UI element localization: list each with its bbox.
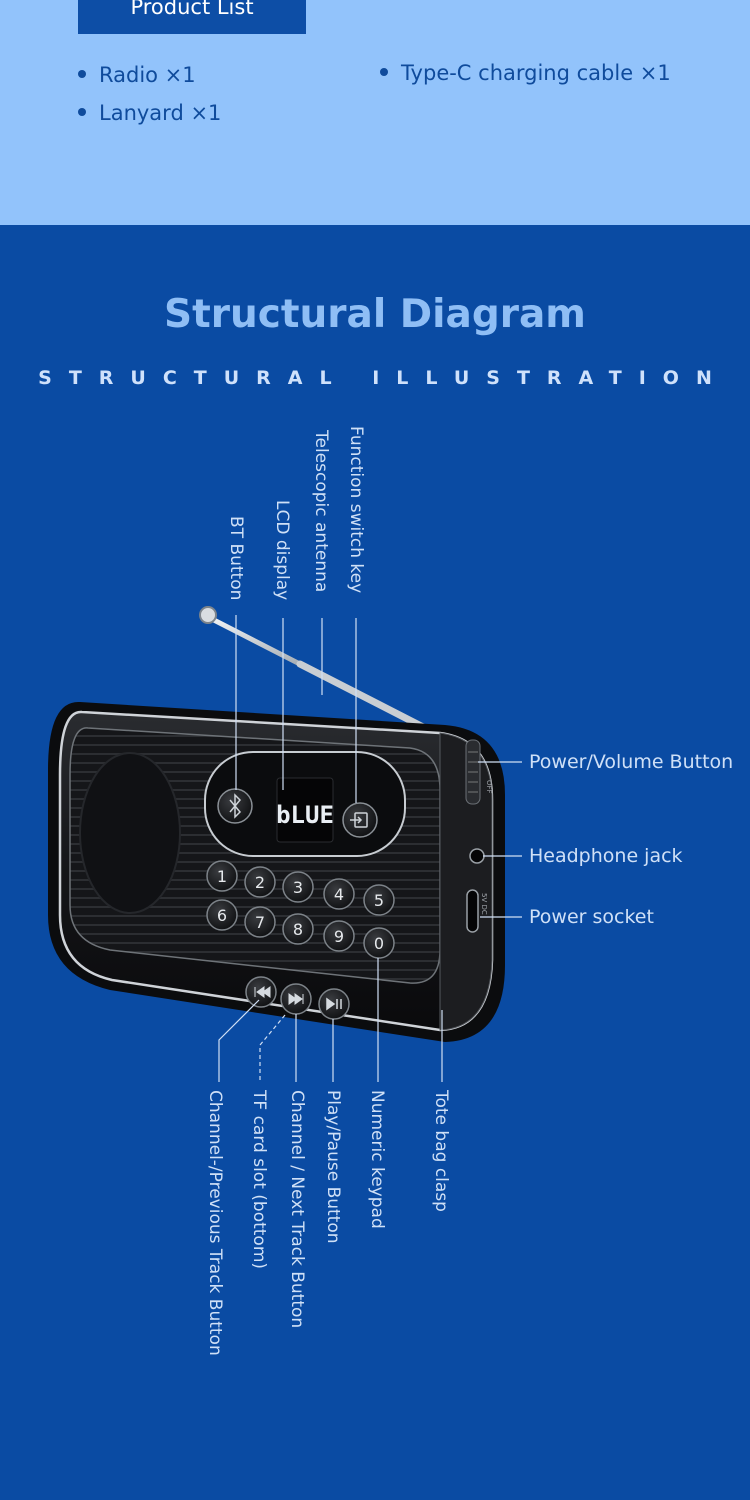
label-bt-button: BT Button — [226, 516, 246, 601]
product-item-label: Lanyard ×1 — [99, 101, 222, 125]
key-3[interactable] — [282, 871, 314, 903]
leader-tf-slot — [259, 1014, 286, 1082]
label-channel-next: Channel / Next Track Button — [287, 1090, 307, 1329]
product-item-cable: Type-C charging cable ×1 — [380, 61, 671, 85]
label-function-switch-key: Function switch key — [346, 426, 366, 594]
bullet-icon — [380, 68, 388, 76]
key-0[interactable] — [363, 927, 395, 959]
function-switch-key[interactable] — [342, 802, 378, 838]
key-label: 6 — [217, 906, 227, 925]
key-4[interactable] — [323, 878, 355, 910]
label-play-pause: Play/Pause Button — [323, 1090, 343, 1244]
diagram-subtitle: STRUCTURAL ILLUSTRATION — [38, 367, 729, 389]
key-label: 1 — [217, 867, 227, 886]
key-label: 3 — [293, 878, 303, 897]
key-6[interactable] — [206, 899, 238, 931]
key-label: 8 — [293, 920, 303, 939]
key-1[interactable] — [206, 860, 238, 892]
key-label: 4 — [334, 885, 344, 904]
bluetooth-icon — [229, 793, 242, 819]
key-label: 0 — [374, 934, 384, 953]
key-5[interactable] — [363, 884, 395, 916]
label-numeric-keypad: Numeric keypad — [367, 1090, 387, 1229]
product-item-lanyard: Lanyard ×1 — [78, 101, 221, 125]
product-item-label: Type-C charging cable ×1 — [401, 61, 671, 85]
label-power-volume-button: Power/Volume Button — [529, 751, 734, 773]
play-pause-button[interactable] — [318, 988, 350, 1020]
numeric-keypad — [206, 860, 395, 959]
key-8[interactable] — [282, 913, 314, 945]
volume-off-mark: OFF — [485, 780, 493, 794]
key-2[interactable] — [244, 866, 276, 898]
telescopic-antenna — [199, 606, 429, 732]
bullet-icon — [78, 70, 86, 78]
key-label: 7 — [255, 913, 265, 932]
previous-track-icon — [254, 986, 271, 998]
label-lcd-display: LCD display — [272, 500, 292, 601]
product-item-radio: Radio ×1 — [78, 63, 196, 87]
leader-channel-prev — [218, 999, 260, 1082]
label-headphone-jack: Headphone jack — [529, 845, 683, 867]
key-label: 5 — [374, 891, 384, 910]
bullet-icon — [78, 108, 86, 116]
bt-button[interactable] — [217, 788, 253, 824]
label-tf-card-slot: TF card slot (bottom) — [249, 1090, 269, 1270]
prev-track-button[interactable] — [245, 976, 277, 1008]
diagram-title: Structural Diagram — [164, 292, 586, 337]
socket-mark: 5V DC — [480, 893, 488, 915]
label-tote-bag-clasp: Tote bag clasp — [431, 1090, 451, 1212]
play-pause-icon — [326, 997, 342, 1011]
label-channel-previous: Channel-/Previous Track Button — [205, 1090, 225, 1356]
key-9[interactable] — [323, 920, 355, 952]
key-label: 2 — [255, 873, 265, 892]
key-label: 9 — [334, 927, 344, 946]
label-power-socket: Power socket — [529, 906, 654, 928]
product-list-heading: Product List — [78, 0, 306, 34]
key-7[interactable] — [244, 906, 276, 938]
product-item-label: Radio ×1 — [99, 63, 196, 87]
next-track-icon — [288, 993, 304, 1005]
product-list-section: Product List Radio ×1 Lanyard ×1 Type-C … — [0, 0, 750, 225]
lcd-display-text: bLUE — [276, 801, 334, 829]
next-track-button[interactable] — [280, 983, 312, 1015]
label-telescopic-antenna: Telescopic antenna — [311, 430, 331, 593]
